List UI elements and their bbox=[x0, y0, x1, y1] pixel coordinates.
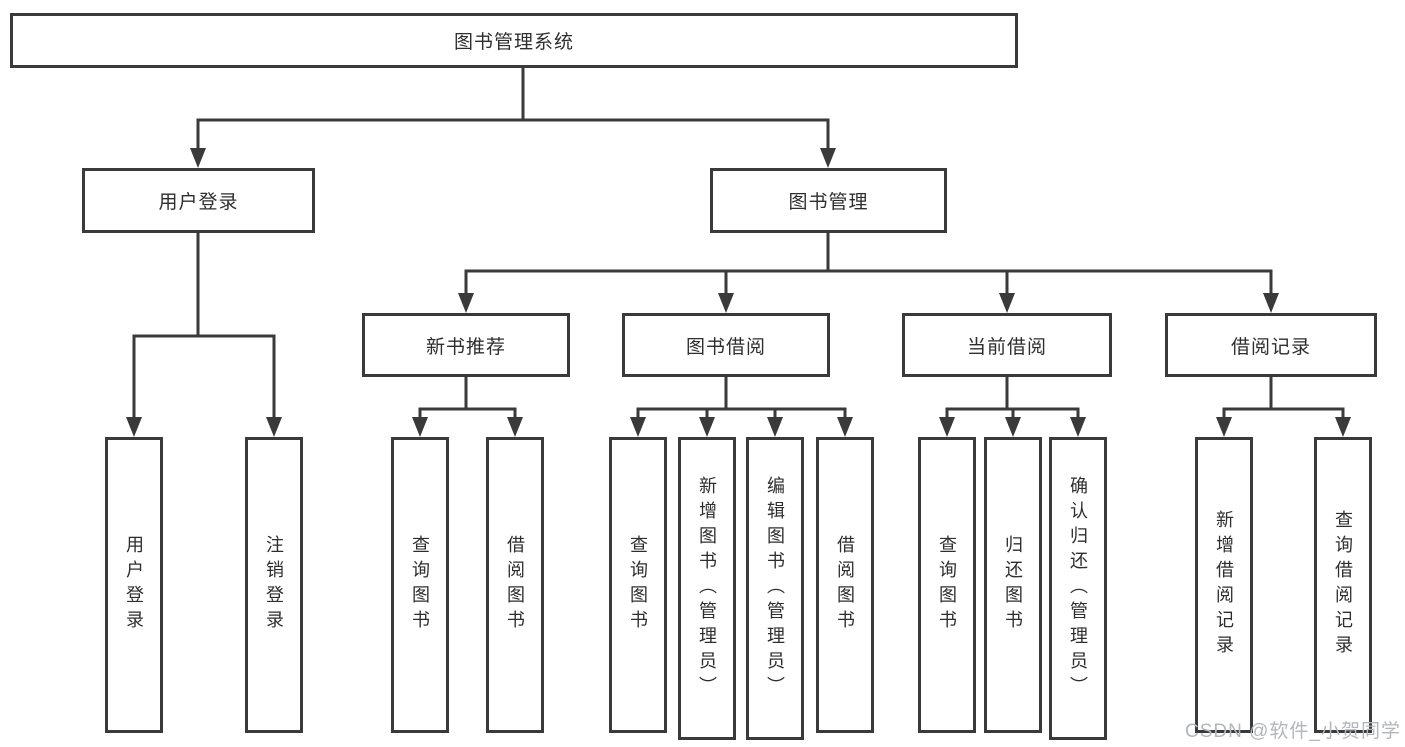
leaf-confirm-return-admin: 确认归还（管理员） bbox=[1049, 437, 1107, 740]
connector-borrow-records-children bbox=[1216, 377, 1351, 437]
node-new-book-recommend: 新书推荐 bbox=[362, 313, 570, 377]
watermark: CSDN @软件_小贺同学 bbox=[1185, 721, 1401, 742]
node-book-management: 图书管理 bbox=[710, 168, 947, 233]
leaf-add-books-admin: 新增图书（管理员） bbox=[678, 437, 736, 740]
leaf-add-borrow-record: 新增借阅记录 bbox=[1195, 437, 1253, 733]
connector-book-borrow-children bbox=[630, 377, 853, 437]
leaf-current-query-books: 查询图书 bbox=[918, 437, 976, 733]
node-root: 图书管理系统 bbox=[10, 13, 1018, 68]
node-user-login: 用户登录 bbox=[82, 168, 315, 233]
leaf-borrow-borrow-books: 借阅图书 bbox=[816, 437, 874, 733]
leaf-borrow-query-books: 查询图书 bbox=[609, 437, 667, 733]
node-borrow-records: 借阅记录 bbox=[1165, 313, 1377, 377]
leaf-recommend-query-books: 查询图书 bbox=[391, 437, 449, 733]
node-book-borrow: 图书借阅 bbox=[622, 313, 830, 377]
leaf-logout-login: 注销登录 bbox=[245, 437, 303, 733]
connector-user-login-children bbox=[126, 233, 282, 437]
leaf-recommend-borrow-books: 借阅图书 bbox=[486, 437, 544, 733]
leaf-edit-books-admin: 编辑图书（管理员） bbox=[746, 437, 804, 740]
connector-new-book-children bbox=[412, 377, 523, 437]
connector-current-borrow-children bbox=[939, 377, 1086, 437]
node-current-borrow: 当前借阅 bbox=[902, 313, 1112, 377]
leaf-user-login: 用户登录 bbox=[105, 437, 163, 733]
connector-root-to-modules bbox=[190, 68, 836, 168]
leaf-return-books: 归还图书 bbox=[984, 437, 1042, 733]
leaf-query-borrow-record: 查询借阅记录 bbox=[1314, 437, 1372, 733]
connector-book-management-children bbox=[458, 233, 1279, 313]
